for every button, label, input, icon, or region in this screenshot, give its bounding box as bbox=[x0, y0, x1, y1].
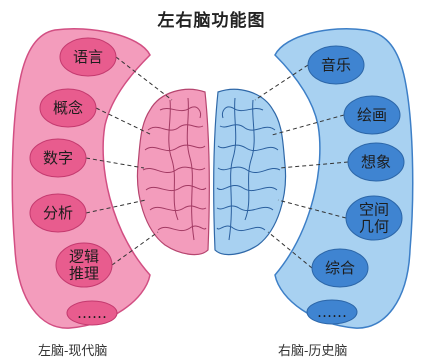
right-node-bubble-0 bbox=[307, 45, 365, 85]
left-node-label-4: 逻辑推理 bbox=[69, 248, 99, 283]
right-hemisphere bbox=[213, 88, 287, 256]
left-node-bubble-1 bbox=[39, 88, 97, 128]
right-node-label-4: 综合 bbox=[325, 259, 355, 277]
right-node-1: 绘画 bbox=[343, 95, 401, 135]
left-node-0: 语言 bbox=[59, 37, 117, 77]
right-node-4: 综合 bbox=[311, 248, 369, 288]
right-connector-4 bbox=[267, 231, 313, 269]
right-node-label-3: 空间几何 bbox=[359, 201, 389, 236]
left-node-2: 数字 bbox=[29, 138, 87, 178]
left-connector-2 bbox=[85, 157, 145, 169]
left-connector-0 bbox=[115, 56, 173, 101]
right-node-label-2: 想象 bbox=[361, 153, 391, 171]
left-node-bubble-2 bbox=[29, 138, 87, 178]
right-node-label-5: …… bbox=[317, 303, 347, 321]
right-node-5: …… bbox=[306, 299, 358, 325]
left-node-label-5: …… bbox=[77, 304, 107, 322]
left-node-label-2: 数字 bbox=[43, 149, 73, 167]
left-node-bubble-4 bbox=[55, 242, 113, 288]
left-connector-1 bbox=[95, 107, 153, 136]
left-node-1: 概念 bbox=[39, 88, 97, 128]
left-hemisphere-gyri bbox=[142, 97, 207, 241]
right-node-label-1: 绘画 bbox=[357, 106, 387, 124]
left-connector-3 bbox=[85, 199, 147, 214]
left-node-bubble-0 bbox=[59, 37, 117, 77]
right-node-bubble-4 bbox=[311, 248, 369, 288]
left-node-bubble-5 bbox=[66, 300, 118, 326]
right-node-bubble-1 bbox=[343, 95, 401, 135]
right-node-bubble-5 bbox=[306, 299, 358, 325]
right-connector-0 bbox=[254, 64, 309, 101]
right-connector-1 bbox=[271, 114, 345, 136]
left-node-4: 逻辑推理 bbox=[55, 242, 113, 288]
left-node-3: 分析 bbox=[29, 193, 87, 233]
diagram-title: 左右脑功能图 bbox=[157, 11, 266, 31]
right-hemisphere-gyri bbox=[216, 97, 281, 241]
connector-lines bbox=[85, 56, 349, 269]
left-node-label-0: 语言 bbox=[73, 48, 103, 66]
right-node-bubble-2 bbox=[347, 142, 405, 182]
left-node-bubble-3 bbox=[29, 193, 87, 233]
right-connector-3 bbox=[277, 199, 347, 219]
right-node-0: 音乐 bbox=[307, 45, 365, 85]
left-node-5: …… bbox=[66, 300, 118, 326]
right-node-bubble-3 bbox=[345, 195, 403, 241]
right-node-3: 空间几何 bbox=[345, 195, 403, 241]
left-hemisphere bbox=[136, 88, 210, 256]
left-node-label-1: 概念 bbox=[53, 99, 83, 117]
right-brain-caption: 右脑-历史脑 bbox=[278, 344, 348, 359]
left-connector-4 bbox=[111, 231, 159, 266]
right-node-2: 想象 bbox=[347, 142, 405, 182]
left-brain-caption: 左脑-现代脑 bbox=[38, 344, 108, 359]
right-node-label-0: 音乐 bbox=[321, 56, 351, 74]
left-node-label-3: 分析 bbox=[43, 204, 73, 222]
right-connector-2 bbox=[279, 161, 349, 169]
